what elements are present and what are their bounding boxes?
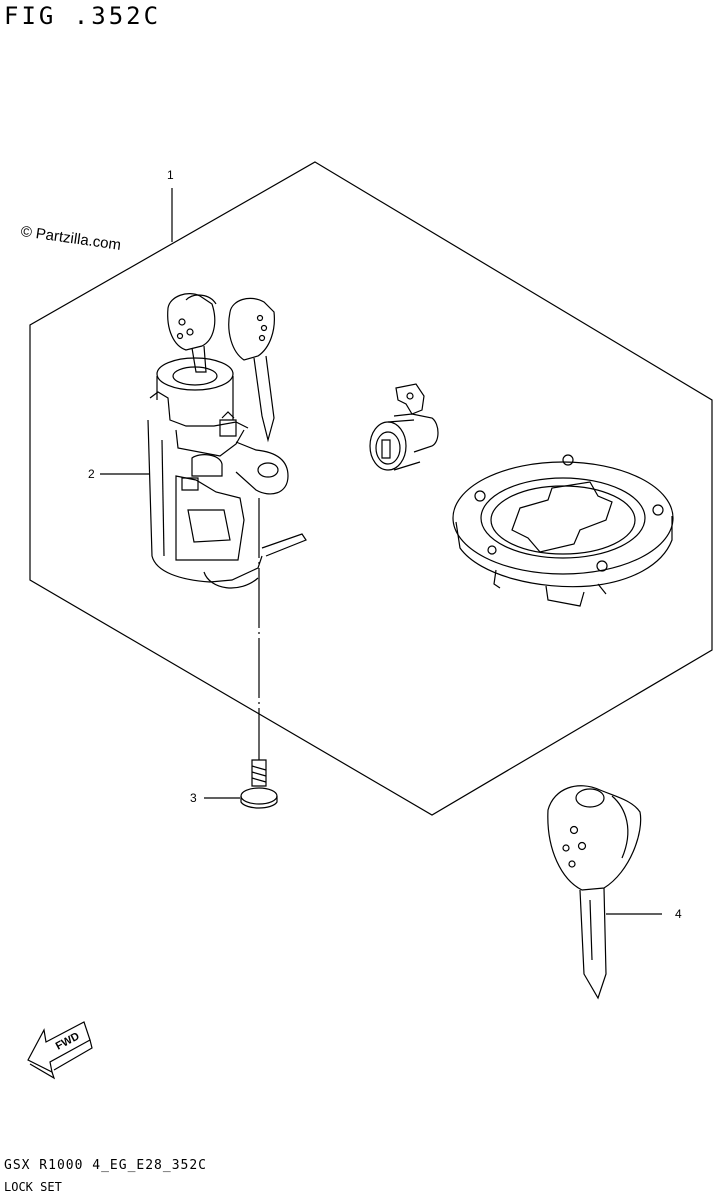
callout-4: 4: [675, 907, 682, 921]
callout-1: 1: [167, 168, 174, 182]
footer-diagram-code: GSX R1000 4_EG_E28_352C: [4, 1158, 208, 1173]
screw-icon: [240, 759, 278, 809]
ignition-switch-icon: [147, 293, 307, 589]
callout-2: 2: [88, 467, 95, 481]
fwd-arrow-icon: [27, 1021, 93, 1080]
callout-3: 3: [190, 791, 197, 805]
fuel-cap-icon: [452, 454, 674, 607]
seat-lock-icon: [369, 383, 439, 471]
key-icon: [547, 785, 642, 1000]
footer-diagram-title: LOCK SET: [4, 1180, 62, 1194]
figure-title: FIG .352C: [4, 2, 162, 30]
kit-boundary: [29, 161, 713, 816]
